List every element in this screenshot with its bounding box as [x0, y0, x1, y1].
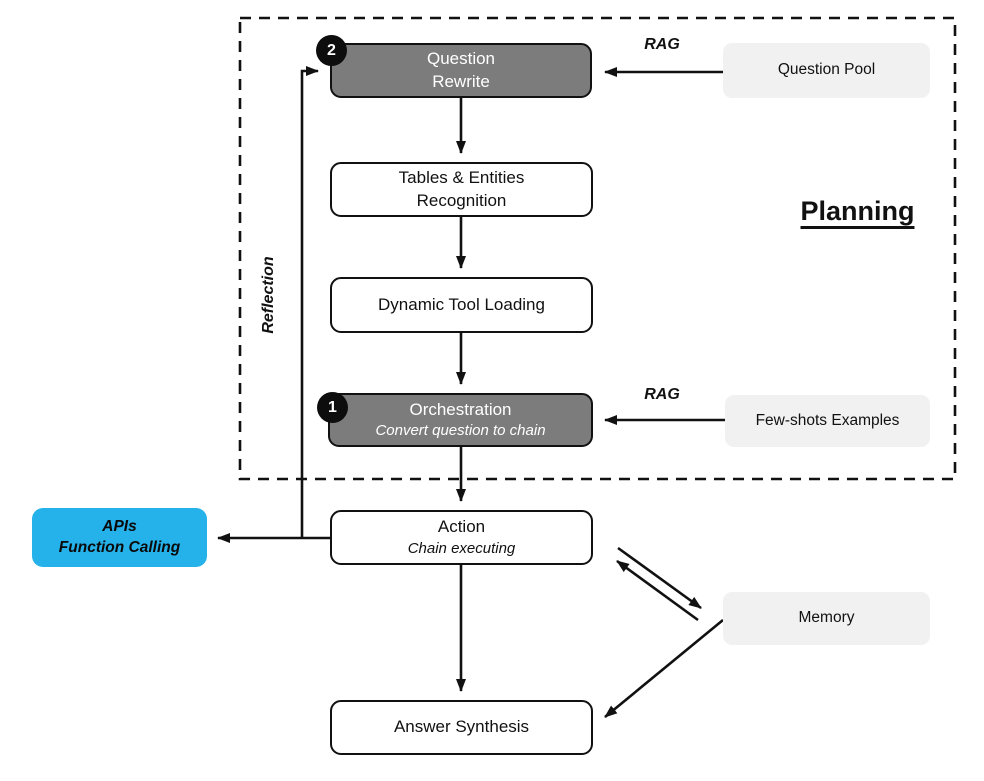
node-orchestration-title: Orchestration: [409, 399, 512, 419]
node-orchestration-subtitle: Convert question to chain: [375, 422, 546, 440]
node-action-title: Action: [437, 517, 486, 537]
step-2-badge: 2: [316, 35, 347, 66]
node-apis-line2: Function Calling: [58, 538, 181, 556]
node-question-rewrite: 2 Question Rewrite: [316, 35, 592, 98]
node-tables-line1: Tables & Entities: [398, 168, 525, 188]
arrow-memory-to-action: [616, 559, 699, 622]
node-dynamic-tool-loading: Dynamic Tool Loading: [330, 277, 593, 333]
reflection-label: Reflection: [260, 256, 277, 334]
rag-label-bottom: RAG: [644, 386, 680, 403]
node-dynamic-tool-loading-label: Dynamic Tool Loading: [378, 294, 545, 314]
node-apis-function-calling: APIs Function Calling: [32, 508, 207, 567]
node-tables-line2: Recognition: [416, 190, 507, 210]
arrow-action-to-memory: [617, 546, 702, 610]
reflection-feedback-line: [300, 66, 319, 538]
node-question-rewrite-line2: Rewrite: [432, 71, 490, 91]
node-question-pool-label: Question Pool: [777, 61, 876, 79]
node-apis-line1: APIs: [102, 518, 137, 536]
node-action: Action Chain executing: [330, 510, 593, 565]
rag-label-top: RAG: [644, 36, 680, 53]
node-few-shots-examples: Few-shots Examples: [725, 395, 930, 447]
step-1-badge: 1: [317, 392, 348, 423]
node-answer-synthesis-label: Answer Synthesis: [393, 717, 530, 737]
node-memory-label: Memory: [798, 609, 855, 627]
node-orchestration: 1 Orchestration Convert question to chai…: [317, 392, 593, 447]
node-action-subtitle: Chain executing: [407, 539, 516, 557]
node-question-pool: Question Pool: [723, 43, 930, 98]
node-tables-entities-recognition: Tables & Entities Recognition: [330, 162, 593, 217]
planning-region-label: Planning: [800, 196, 915, 226]
node-memory: Memory: [723, 592, 930, 645]
node-few-shots-label: Few-shots Examples: [755, 411, 900, 429]
arrow-memory-to-answersynthesis: [604, 618, 724, 719]
node-question-rewrite-line1: Question: [426, 49, 496, 69]
node-answer-synthesis: Answer Synthesis: [330, 700, 593, 755]
